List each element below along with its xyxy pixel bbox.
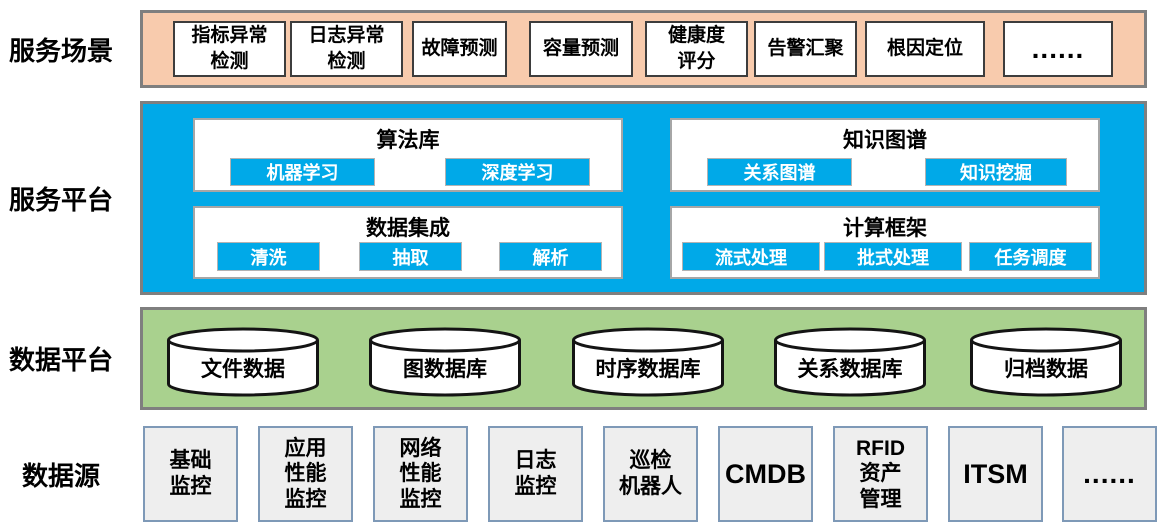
scenario-box-more: ...... — [1003, 21, 1113, 77]
pill-relation-graph: 关系图谱 — [707, 158, 852, 186]
cylinder-timeseries-db: 时序数据库 — [570, 327, 726, 397]
panel-title-data-integration: 数据集成 — [366, 217, 450, 240]
pill-parsing: 解析 — [499, 242, 602, 271]
scenario-box-alert-aggregation: 告警汇聚 — [754, 21, 857, 77]
cylinder-label: 时序数据库 — [595, 358, 701, 381]
service-platform-container: 算法库 机器学习 深度学习 知识图谱 关系图谱 知识挖掘 数据集成 清洗 抽取 … — [140, 101, 1147, 295]
row-label-data-sources: 数据源 — [21, 460, 100, 491]
cylinder-relational-db: 关系数据库 — [772, 327, 928, 397]
source-box-npm: 网络 性能 监控 — [373, 426, 468, 522]
row-label-service-scenarios: 服务场景 — [8, 35, 113, 66]
pill-stream-processing: 流式处理 — [682, 242, 820, 271]
cylinder-file-data: 文件数据 — [165, 327, 321, 397]
pill-knowledge-mining: 知识挖掘 — [925, 158, 1067, 186]
pill-cleaning: 清洗 — [217, 242, 320, 271]
database-cylinder-icon — [970, 327, 1122, 397]
pill-task-scheduling: 任务调度 — [969, 242, 1092, 271]
panel-computing-framework: 计算框架 流式处理 批式处理 任务调度 — [670, 206, 1100, 279]
scenario-box-health-score: 健康度 评分 — [645, 21, 748, 77]
source-box-basic-monitoring: 基础 监控 — [143, 426, 238, 522]
source-box-apm: 应用 性能 监控 — [258, 426, 353, 522]
cylinder-label: 图数据库 — [403, 358, 487, 381]
source-box-inspection-robot: 巡检 机器人 — [603, 426, 698, 522]
database-cylinder-icon — [774, 327, 926, 397]
pill-deep-learning: 深度学习 — [445, 158, 590, 186]
pill-batch-processing: 批式处理 — [824, 242, 962, 271]
scenario-box-root-cause: 根因定位 — [865, 21, 985, 77]
row-label-service-platform: 服务平台 — [8, 184, 113, 215]
pill-machine-learning: 机器学习 — [230, 158, 375, 186]
source-box-more: ...... — [1062, 426, 1157, 522]
panel-data-integration: 数据集成 清洗 抽取 解析 — [193, 206, 623, 279]
scenario-box-metric-anomaly: 指标异常 检测 — [173, 21, 286, 77]
scenario-box-fault-prediction: 故障预测 — [412, 21, 507, 77]
database-cylinder-icon — [572, 327, 724, 397]
scenario-box-capacity-prediction: 容量预测 — [529, 21, 633, 77]
cylinder-label: 文件数据 — [201, 358, 285, 381]
cylinder-label: 关系数据库 — [797, 358, 903, 381]
scenario-box-log-anomaly: 日志异常 检测 — [290, 21, 403, 77]
pill-extraction: 抽取 — [359, 242, 462, 271]
cylinder-archive-data: 归档数据 — [968, 327, 1124, 397]
cylinder-label: 归档数据 — [1004, 358, 1088, 381]
service-scenarios-container: 指标异常 检测 日志异常 检测 故障预测 容量预测 健康度 评分 告警汇聚 根因… — [140, 10, 1147, 88]
panel-title-algorithm-library: 算法库 — [376, 129, 440, 152]
data-platform-container: 文件数据 图数据库 时序数据库 关系数据库 — [140, 307, 1147, 410]
panel-title-knowledge-graph: 知识图谱 — [843, 129, 927, 152]
source-box-rfid: RFID 资产 管理 — [833, 426, 928, 522]
database-cylinder-icon — [369, 327, 521, 397]
source-box-log-monitoring: 日志 监控 — [488, 426, 583, 522]
source-box-itsm: ITSM — [948, 426, 1043, 522]
cylinder-graph-db: 图数据库 — [367, 327, 523, 397]
row-label-data-platform: 数据平台 — [8, 345, 113, 375]
database-cylinder-icon — [167, 327, 319, 397]
panel-knowledge-graph: 知识图谱 关系图谱 知识挖掘 — [670, 118, 1100, 192]
panel-algorithm-library: 算法库 机器学习 深度学习 — [193, 118, 623, 192]
source-box-cmdb: CMDB — [718, 426, 813, 522]
panel-title-computing-framework: 计算框架 — [843, 217, 927, 240]
